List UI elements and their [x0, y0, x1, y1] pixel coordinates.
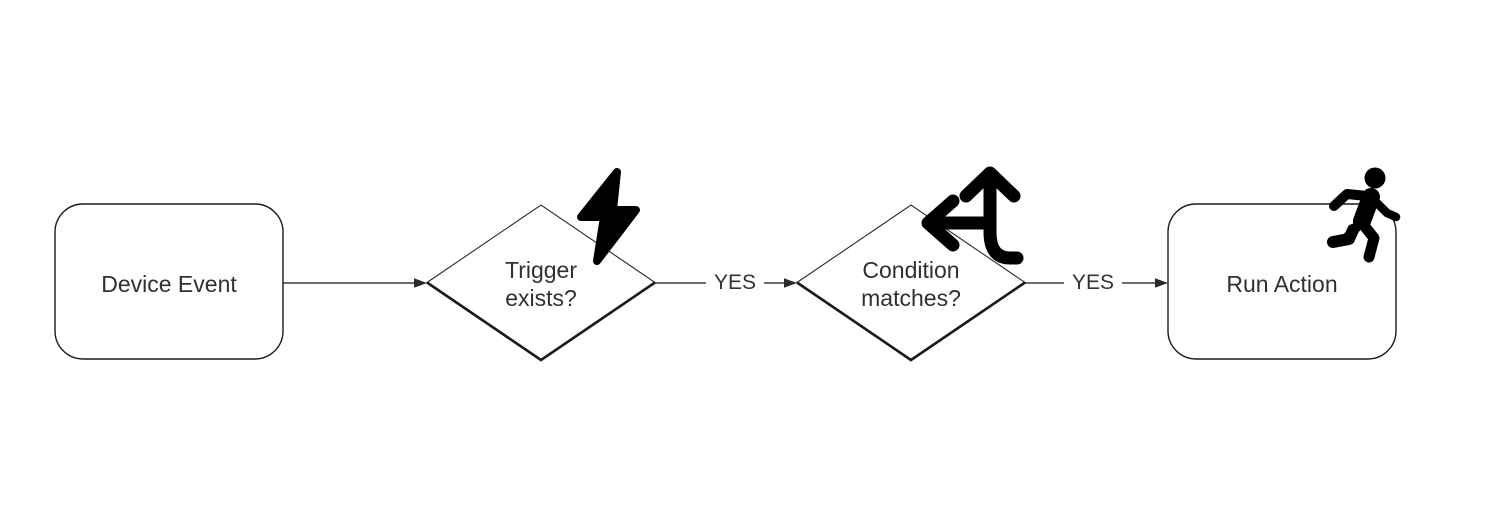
node-condition-matches-shape[interactable]	[796, 204, 1026, 362]
node-label-line: matches?	[861, 285, 961, 311]
arrowhead-icon	[1155, 278, 1168, 288]
node-label-line: exists?	[505, 285, 577, 311]
edge-label-yes-2: YES	[1063, 270, 1123, 296]
bolt-icon	[577, 168, 640, 265]
arrowhead-icon	[414, 278, 427, 288]
node-label-condition-matches: Condition matches?	[861, 256, 961, 312]
person-running-icon	[1327, 167, 1401, 263]
node-label-line: Trigger	[505, 257, 577, 283]
split-arrows-icon	[921, 166, 1024, 265]
node-label-trigger-exists: Trigger exists?	[505, 256, 577, 312]
edge-label-yes-1: YES	[705, 270, 765, 296]
node-label-line: Condition	[862, 257, 960, 283]
edge-device-event-to-trigger[interactable]	[283, 278, 427, 288]
arrowhead-icon	[784, 278, 797, 288]
node-label-device-event: Device Event	[101, 271, 237, 297]
node-device-event-shape[interactable]	[54, 203, 284, 360]
node-label-run-action: Run Action	[1226, 271, 1338, 297]
